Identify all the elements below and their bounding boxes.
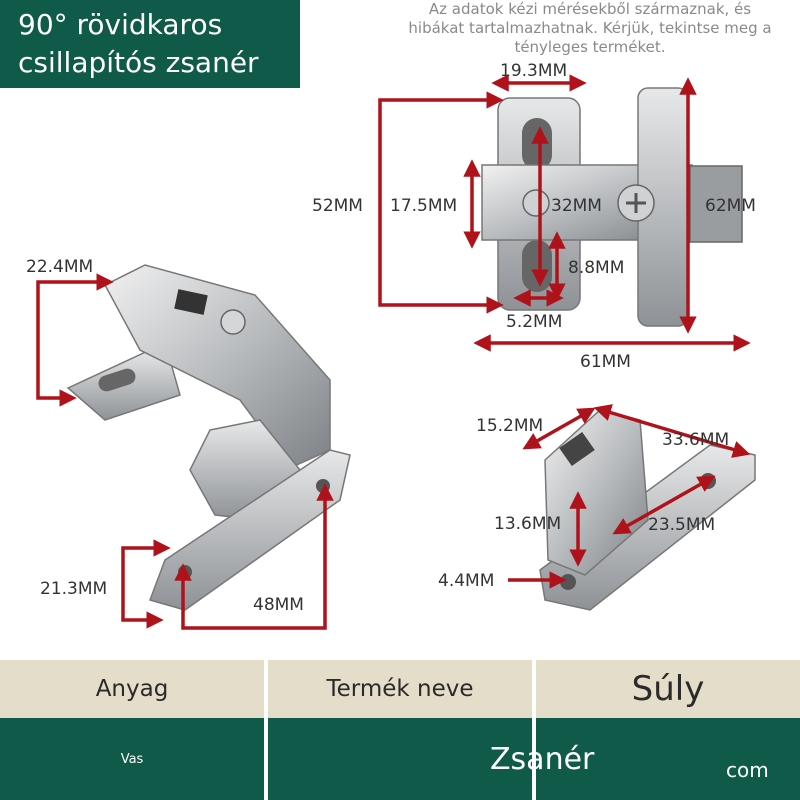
- label-4-4: 4.4MM: [438, 571, 494, 591]
- label-52: 52MM: [312, 196, 363, 216]
- label-5-2: 5.2MM: [506, 312, 562, 332]
- header-product-name: Termék neve: [268, 660, 532, 718]
- label-8-8: 8.8MM: [568, 258, 624, 278]
- header-material: Anyag: [0, 660, 264, 718]
- label-32: 32MM: [551, 196, 602, 216]
- label-17-5: 17.5MM: [390, 196, 457, 216]
- disclaimer-line-2: hibákat tartalmazhatnak. Kérjük, tekints…: [408, 19, 772, 37]
- top-view-hinge: [481, 87, 743, 327]
- spec-table-body: Vas: [0, 718, 800, 800]
- header-weight: Súly: [536, 660, 800, 718]
- dim-line-21-3: [121, 539, 171, 629]
- label-33-6: 33.6MM: [662, 430, 729, 450]
- plate-hole-left: [560, 574, 576, 590]
- label-23-5: 23.5MM: [648, 515, 715, 535]
- label-22-4: 22.4MM: [26, 257, 93, 277]
- cell-weight-bg: [536, 718, 800, 800]
- disclaimer-line-3: tényleges terméket.: [514, 38, 666, 56]
- cell-material: Vas: [0, 718, 264, 800]
- cell-product-name-bg: [268, 718, 532, 800]
- title-line-2: csillapítós zsanér: [18, 46, 259, 79]
- dim-line-23-5: [612, 475, 716, 535]
- label-48: 48MM: [253, 595, 304, 615]
- dim-line-22-4: [36, 273, 114, 407]
- hinge-screw: [220, 309, 246, 335]
- title-line-1: 90° rövidkaros: [18, 8, 223, 41]
- label-13-6: 13.6MM: [494, 514, 561, 534]
- plate-slot-top: [522, 118, 552, 170]
- hinge-diagram: 19.3MM 52MM 17.5MM 32MM 62MM 8.8MM 5.2MM…: [26, 61, 756, 630]
- dim-line-33-6: [593, 404, 751, 458]
- dim-line-48: [174, 483, 334, 630]
- spec-table-header: Anyag Termék neve Súly: [0, 660, 800, 718]
- disclaimer-line-1: Az adatok kézi mérésekből származnak, és: [428, 0, 752, 18]
- screw-left: [522, 189, 550, 217]
- dim-line-15-2: [522, 407, 596, 450]
- screw-center-cross: [626, 193, 646, 213]
- base-hole-right: [316, 479, 330, 493]
- label-61: 61MM: [580, 352, 631, 372]
- label-15-2: 15.2MM: [476, 416, 543, 436]
- hinge-arm-window: [174, 289, 208, 315]
- perspective-hinge: [66, 264, 351, 611]
- label-19-3: 19.3MM: [500, 61, 567, 81]
- dimension-lines: [36, 74, 751, 630]
- cell-product-name: Zsanér: [490, 742, 595, 777]
- label-21-3: 21.3MM: [40, 579, 107, 599]
- dim-line-52: [378, 91, 504, 314]
- base-hole-left: [178, 565, 192, 579]
- label-62: 62MM: [705, 196, 756, 216]
- measurement-disclaimer: Az adatok kézi mérésekből származnak, és…: [390, 0, 790, 57]
- cup-body: [689, 165, 743, 243]
- plate-slot-bottom: [522, 240, 552, 292]
- cell-weight-suffix: com: [726, 758, 769, 782]
- title-banner: 90° rövidkaros csillapítós zsanér: [0, 0, 300, 88]
